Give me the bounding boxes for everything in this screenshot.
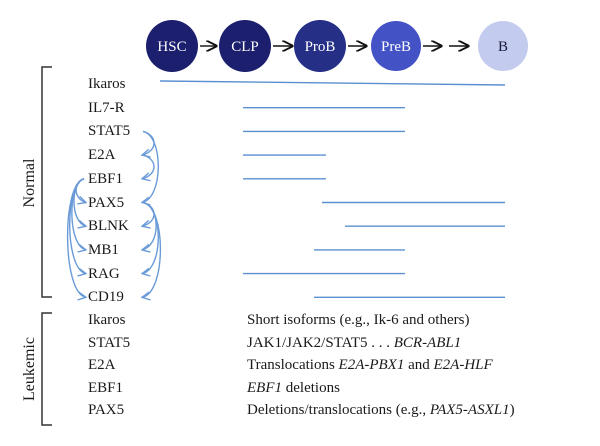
- differentiation-stages: HSC CLP ProB PreB B: [146, 20, 528, 72]
- normal-gene-ikaros: Ikaros: [88, 76, 126, 92]
- stage-label-hsc: HSC: [157, 39, 186, 55]
- leukemic-description-e2a: Translocations E2A-PBX1 and E2A-HLF: [247, 357, 493, 373]
- expression-line-ikaros: [159, 80, 506, 86]
- stage-prob: ProB: [294, 20, 346, 72]
- leukemic-gene-e2a: E2A: [88, 357, 116, 373]
- stage-b: B: [478, 21, 528, 71]
- normal-gene-il7-r: IL7-R: [88, 99, 125, 116]
- normal-gene-stat5: STAT5: [88, 123, 131, 140]
- stage-circle-clp: [219, 20, 271, 72]
- leukemic-gene-stat5: STAT5: [88, 334, 131, 351]
- normal-gene-e2a: E2A: [88, 147, 116, 164]
- stage-label-clp: CLP: [231, 39, 259, 55]
- normal-gene-blnk: BLNK: [88, 218, 129, 235]
- interaction-arrow-stat5-to-e2a: [142, 130, 155, 155]
- normal-gene-rag: RAG: [88, 265, 120, 282]
- interaction-arrow-e2a-to-ebf1: [142, 154, 155, 179]
- leukemic-description-stat5: JAK1/JAK2/STAT5 . . . BCR-ABL1: [247, 334, 462, 351]
- interaction-arrow-pax5-to-rag: [142, 201, 159, 274]
- stage-hsc: HSC: [146, 20, 198, 72]
- stage-circle-hsc: [146, 20, 198, 72]
- leukemic-gene-ikaros: Ikaros: [88, 312, 126, 328]
- stage-circle-preb: [371, 21, 421, 71]
- leukemic-gene-pax5: PAX5: [88, 402, 125, 418]
- interaction-arrow-pax5-to-blnk: [142, 201, 155, 227]
- interaction-arrow-pax5-to-cd19: [142, 201, 162, 298]
- stage-circle-prob: [294, 20, 346, 72]
- leukemic-description-ebf1: EBF1 deletions: [247, 379, 340, 396]
- stage-clp: CLP: [219, 20, 271, 72]
- stage-circle-b: [478, 21, 528, 71]
- leukemic-gene-ebf1: EBF1: [88, 379, 124, 396]
- leukemic-description-ikaros: Short isoforms (e.g., Ik-6 and others): [247, 312, 470, 328]
- interaction-arrow-stat5-to-pax5: [142, 130, 159, 202]
- stage-label-b: B: [498, 39, 508, 55]
- normal-gene-mb1: MB1: [88, 241, 119, 258]
- stage-label-preb: PreB: [381, 39, 411, 55]
- stage-preb: PreB: [371, 21, 421, 71]
- leukemic-description-pax5: Deletions/translocations (e.g., PAX5-ASX…: [247, 402, 515, 418]
- stage-label-prob: ProB: [305, 39, 336, 55]
- interaction-arrow-ebf1-to-cd19: [66, 178, 86, 297]
- normal-gene-pax5: PAX5: [88, 194, 125, 211]
- normal-gene-cd19: CD19: [88, 289, 124, 306]
- normal-gene-ebf1: EBF1: [88, 170, 124, 187]
